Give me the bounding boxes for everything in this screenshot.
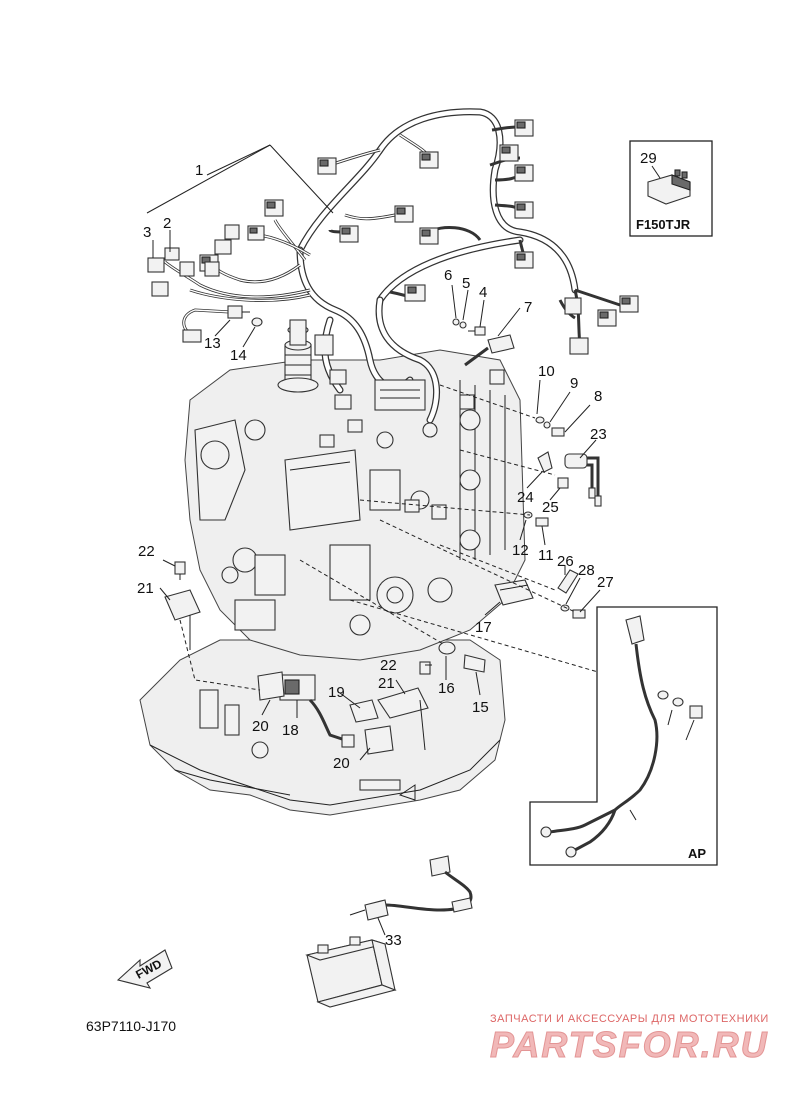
callout-9: 9 bbox=[570, 375, 578, 392]
inset-ap-label: AP bbox=[688, 846, 706, 861]
battery-assembly bbox=[305, 855, 473, 1008]
callout-22a: 22 bbox=[138, 543, 155, 560]
callout-6: 6 bbox=[444, 267, 452, 284]
callout-4: 4 bbox=[479, 284, 487, 301]
inset-f150tjr: 29 F150TJR bbox=[629, 140, 713, 237]
callout-23: 23 bbox=[590, 426, 607, 443]
callout-8: 8 bbox=[594, 388, 602, 405]
sensor-parts bbox=[147, 247, 602, 755]
callout-22b: 22 bbox=[380, 657, 397, 674]
watermark-tagline: ЗАПЧАСТИ И АКСЕССУАРЫ ДЛЯ МОТОТЕХНИКИ bbox=[490, 1013, 769, 1025]
callout-26: 26 bbox=[557, 553, 574, 570]
watermark-brand: PARTSFOR.RU bbox=[490, 1024, 769, 1065]
callout-17: 17 bbox=[475, 619, 492, 636]
callout-28: 28 bbox=[578, 562, 595, 579]
callout-10: 10 bbox=[538, 363, 555, 380]
callout-7: 7 bbox=[524, 299, 532, 316]
inset-ap: AP bbox=[529, 606, 718, 866]
callout-19: 19 bbox=[328, 684, 345, 701]
callout-14: 14 bbox=[230, 347, 247, 364]
callout-20b: 20 bbox=[333, 755, 350, 772]
callout-21a: 21 bbox=[137, 580, 154, 597]
callout-18: 18 bbox=[282, 722, 299, 739]
callout-27: 27 bbox=[597, 574, 614, 591]
callout-5: 5 bbox=[462, 275, 470, 292]
inset-model-label: F150TJR bbox=[636, 217, 691, 232]
callout-11: 11 bbox=[538, 547, 554, 564]
watermark: ЗАПЧАСТИ И АКСЕССУАРЫ ДЛЯ МОТОТЕХНИКИ PA… bbox=[490, 1013, 769, 1066]
callout-21b: 21 bbox=[378, 675, 395, 692]
callout-13: 13 bbox=[204, 335, 221, 352]
forward-arrow: FWD bbox=[116, 949, 173, 989]
callout-33: 33 bbox=[385, 932, 402, 949]
callout-3: 3 bbox=[143, 224, 151, 241]
callout-1: 1 bbox=[195, 162, 203, 179]
callout-16: 16 bbox=[438, 680, 455, 697]
callout-24: 24 bbox=[517, 489, 534, 506]
callout-2: 2 bbox=[163, 215, 171, 232]
callout-15: 15 bbox=[472, 699, 489, 716]
callout-29: 29 bbox=[640, 150, 657, 167]
callout-25: 25 bbox=[542, 499, 559, 516]
callout-12: 12 bbox=[512, 542, 529, 559]
callout-20a: 20 bbox=[252, 718, 269, 735]
engine-assembly bbox=[139, 319, 526, 816]
diagram-code: 63P7110-J170 bbox=[86, 1018, 176, 1034]
